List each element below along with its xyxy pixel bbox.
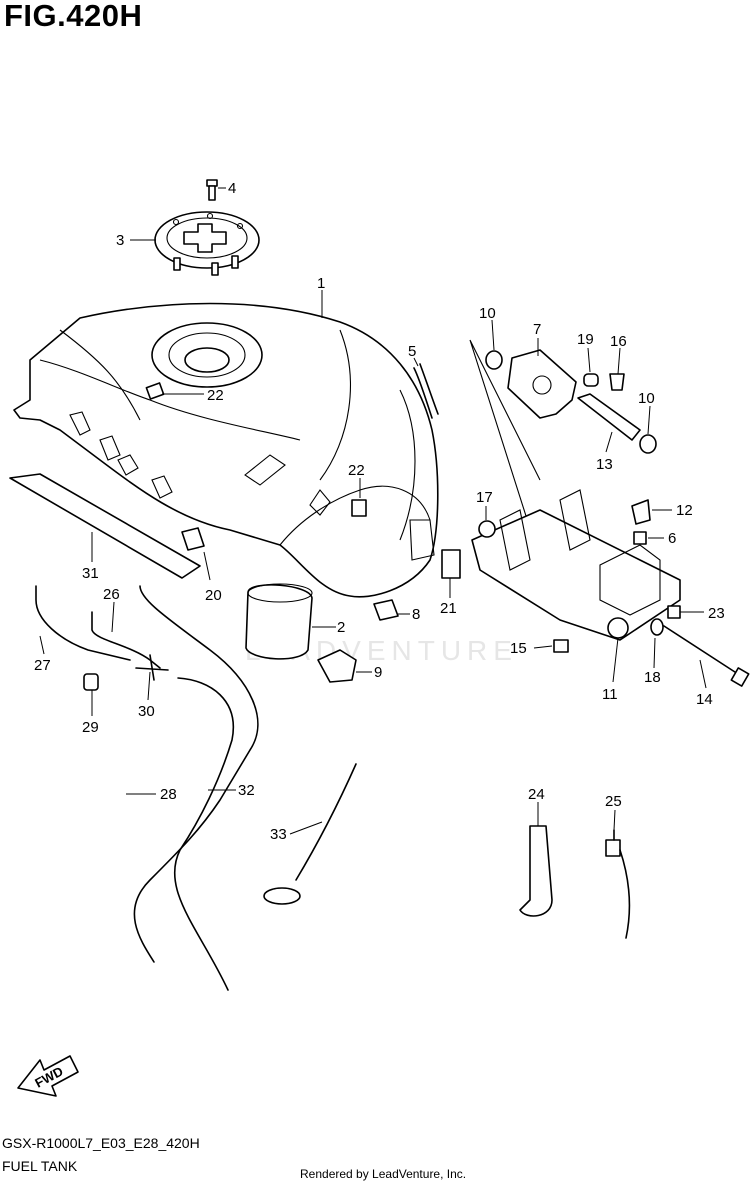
- part-22-label-a: [145, 382, 165, 400]
- section-name: FUEL TANK: [2, 1158, 78, 1174]
- part-23-nut: [667, 605, 681, 619]
- part-25-tie: [605, 829, 631, 939]
- callout-12: 12: [676, 502, 693, 519]
- callout-8: 8: [412, 606, 420, 623]
- callout-23: 23: [708, 605, 725, 622]
- part-10-grommet-a: [485, 350, 503, 370]
- callout-32: 32: [238, 782, 255, 799]
- part-5-strip: [413, 363, 439, 419]
- part-4-bolt: [206, 179, 218, 201]
- callout-18: 18: [644, 669, 661, 686]
- callout-27: 27: [34, 657, 51, 674]
- callout-28: 28: [160, 786, 177, 803]
- callout-13: 13: [596, 456, 613, 473]
- part-2-sleeve: [245, 583, 313, 660]
- part-13-pipe: [577, 393, 641, 441]
- callout-29: 29: [82, 719, 99, 736]
- part-29-clamp: [83, 673, 99, 691]
- callout-1: 1: [317, 275, 325, 292]
- callout-22b: 22: [348, 462, 365, 479]
- part-28-hose: [133, 585, 259, 963]
- part-21-plate: [441, 549, 461, 579]
- part-18-washer: [650, 618, 664, 636]
- part-26-hose: [91, 611, 161, 669]
- part-32-hose: [173, 677, 235, 991]
- callout-20: 20: [205, 587, 222, 604]
- leader-lines: [39, 187, 707, 835]
- part-3-cap-ring: [154, 211, 260, 276]
- callout-16: 16: [610, 333, 627, 350]
- part-7-plate: [507, 349, 577, 419]
- part-22-label-b: [351, 499, 367, 517]
- callout-6: 6: [668, 530, 676, 547]
- callout-5: 5: [408, 343, 416, 360]
- part-17-grommet: [478, 520, 496, 538]
- callout-14: 14: [696, 691, 713, 708]
- part-8-cushion: [373, 599, 399, 621]
- part-33-drain-wire: [263, 763, 357, 905]
- callout-24: 24: [528, 786, 545, 803]
- part-19-damper: [583, 373, 599, 387]
- render-credit: Rendered by LeadVenture, Inc.: [300, 1167, 467, 1181]
- callout-17: 17: [476, 489, 493, 506]
- callout-21: 21: [440, 600, 457, 617]
- callout-9: 9: [374, 664, 382, 681]
- part-10-grommet-b: [639, 434, 657, 454]
- part-11-grommet: [607, 617, 629, 639]
- callout-10a: 10: [479, 305, 496, 322]
- callout-3: 3: [116, 232, 124, 249]
- callout-26: 26: [103, 586, 120, 603]
- part-20-cushion: [181, 527, 205, 551]
- callout-15: 15: [510, 640, 527, 657]
- callout-11: 11: [602, 686, 618, 703]
- callout-10b: 10: [638, 390, 655, 407]
- part-30-joint: [135, 654, 169, 681]
- callout-4: 4: [228, 180, 236, 197]
- figure-title: FIG.420H: [4, 0, 143, 33]
- part-9-cushion: [317, 649, 357, 683]
- part-31-pad: [9, 473, 201, 579]
- callout-30: 30: [138, 703, 155, 720]
- part-15-bolt: [553, 639, 569, 653]
- part-24-holder: [519, 825, 553, 917]
- fwd-direction-arrow: FWD: [17, 1055, 79, 1097]
- part-16-nut: [609, 373, 625, 391]
- callout-19: 19: [577, 331, 594, 348]
- part-callout-numbers: 1 2 3 4 5 6 7 8 9 10 10 11 12 13 14 15 1…: [34, 180, 725, 843]
- callout-33: 33: [270, 826, 287, 843]
- callout-2: 2: [337, 619, 345, 636]
- callout-25: 25: [605, 793, 622, 810]
- part-6-nut: [633, 531, 647, 545]
- part-14-long-bolt: [663, 625, 750, 687]
- part-27-hose: [35, 585, 131, 661]
- part-1-fuel-tank: [13, 302, 439, 598]
- model-code: GSX-R1000L7_E03_E28_420H: [2, 1135, 200, 1151]
- callout-31: 31: [82, 565, 99, 582]
- callout-7: 7: [533, 321, 541, 338]
- part-12-clip: [631, 499, 651, 525]
- bracket-assembly: [469, 339, 681, 641]
- callout-22a: 22: [207, 387, 224, 404]
